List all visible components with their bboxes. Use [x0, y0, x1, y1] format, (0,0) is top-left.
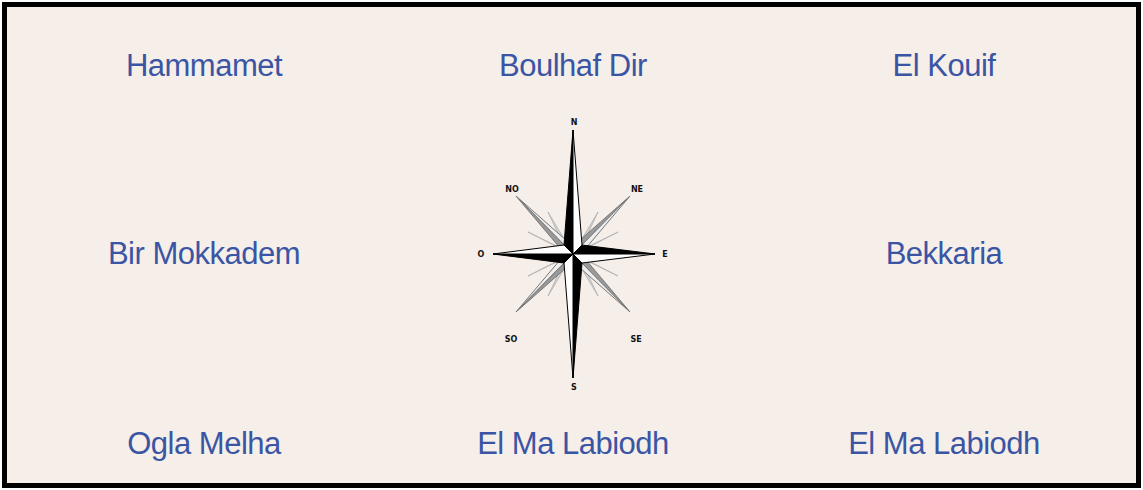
compass-letter: S — [571, 383, 577, 392]
place-name: Boulhaf Dir — [499, 48, 647, 84]
place-name: Bekkaria — [886, 236, 1003, 272]
place-name: El Ma Labiodh — [848, 426, 1040, 462]
compass-letter: SO — [505, 335, 518, 344]
compass-letter: N — [571, 118, 578, 127]
place-name: Bir Mokkadem — [108, 236, 300, 272]
compass-letter: NO — [505, 185, 519, 194]
compass-letter: SE — [630, 335, 641, 344]
place-name: El Ma Labiodh — [477, 426, 669, 462]
compass-letter: O — [478, 250, 485, 259]
place-name: Ogla Melha — [127, 426, 281, 462]
compass-letter: NE — [631, 185, 643, 194]
place-name: El Kouif — [893, 48, 996, 84]
compass-letter: E — [662, 250, 667, 259]
place-name: Hammamet — [126, 48, 282, 84]
